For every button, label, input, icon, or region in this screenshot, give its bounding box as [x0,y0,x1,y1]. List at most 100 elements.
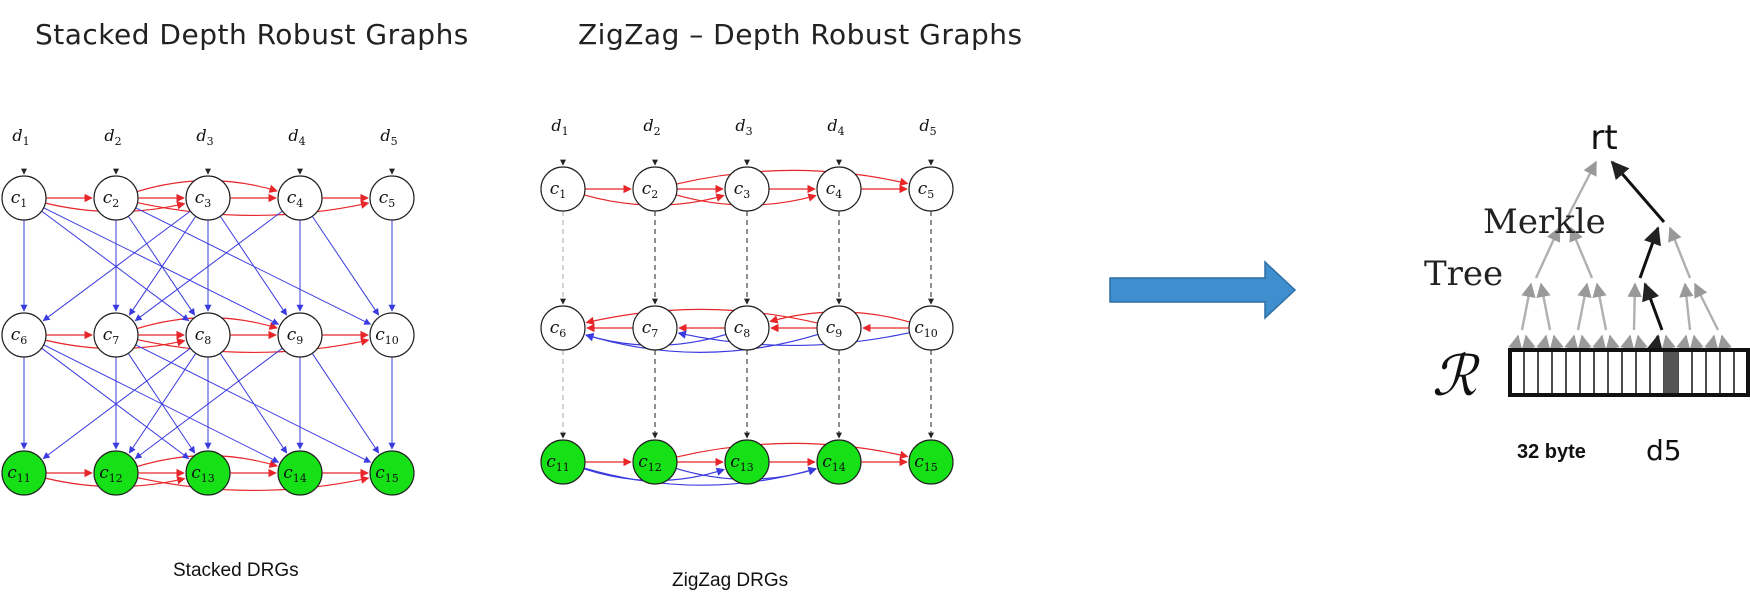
node-c3: c3 [185,175,231,221]
merkle-edge [1563,160,1598,223]
merkle-path-edge [1645,334,1664,354]
node-c1: c1 [540,166,586,212]
merkle-edge [1668,226,1692,279]
node-circle [540,305,586,351]
input-label-d5: d5 [380,126,397,148]
merkle-edge [1592,334,1607,351]
stacked-drg-caption: Stacked DRGs [173,560,299,581]
input-label-d3: d3 [196,126,213,148]
red-skip-edge [585,308,818,325]
node-circle [724,166,770,212]
merkle-edge [1536,282,1552,331]
blue-edge [311,215,380,316]
merkle-edge [1704,334,1719,351]
blue-edge [42,210,191,322]
blue-edge [41,347,190,460]
merkle-edge [1576,282,1592,331]
red-skip-edge [137,200,370,217]
blue-edge [134,210,283,322]
node-c9: c9 [277,312,323,358]
red-skip-edge [137,475,370,492]
node-circle [724,305,770,351]
input-label-d5: d5 [919,116,936,138]
node-circle [632,305,678,351]
merkle-edge [1520,282,1536,331]
node-c6: c6 [540,305,586,351]
node-c7: c7 [632,305,678,351]
merkle-edge [1592,282,1608,331]
node-circle [93,312,139,358]
data-label-d5: d5 [1646,434,1682,467]
node-c13: c13 [185,450,231,496]
node-c13: c13 [724,439,770,485]
node-circle [632,439,678,485]
zigzag-drg-title: ZigZag – Depth Robust Graphs [578,18,1023,51]
node-circle [816,439,862,485]
node-c12: c12 [632,439,678,485]
merkle-edge [1605,334,1620,351]
blue-edge [219,353,288,454]
merkle-edge [1564,334,1579,351]
input-label-d2: d2 [643,116,660,138]
node-circle [540,439,586,485]
node-c2: c2 [93,175,139,221]
node-circle [369,312,415,358]
node-c2: c2 [632,166,678,212]
node-c4: c4 [277,175,323,221]
blue-edge [677,330,910,347]
node-c6: c6 [1,312,47,358]
node-c7: c7 [93,312,139,358]
node-c11: c11 [540,439,586,485]
node-c10: c10 [369,312,415,358]
node-circle [277,312,323,358]
replica-bar [1508,348,1750,397]
node-circle [277,175,323,221]
merkle-edge [1627,282,1642,331]
merkle-edge [1549,334,1564,351]
blue-edge [127,353,196,454]
node-c8: c8 [724,305,770,351]
merkle-label-line2: Tree [1424,254,1503,294]
merkle-edge [1508,334,1523,351]
node-circle [908,305,954,351]
zigzag-drg-caption: ZigZag DRGs [672,570,789,591]
stacked-drg-title: Stacked Depth Robust Graphs [35,18,469,51]
node-circle [1,312,47,358]
merkle-edge [1536,334,1551,351]
node-circle [185,312,231,358]
blue-edge [128,215,197,316]
red-skip-edge [676,442,909,459]
blue-edge [585,333,819,353]
replica-highlight-cell [1664,352,1678,393]
merkle-path-edge [1638,226,1661,279]
node-circle [816,305,862,351]
merkle-edge [1693,282,1720,331]
node-circle [369,175,415,221]
node-c12: c12 [93,450,139,496]
merkle-edge [1661,334,1676,351]
node-c9: c9 [816,305,862,351]
node-circle [724,439,770,485]
node-c4: c4 [816,166,862,212]
node-c5: c5 [908,166,954,212]
merkle-edge [1569,226,1594,279]
node-circle [908,439,954,485]
node-c8: c8 [185,312,231,358]
node-circle [93,450,139,496]
merkle-edge [1689,334,1704,351]
node-circle [1,450,47,496]
node-c3: c3 [724,166,770,212]
input-label-d2: d2 [104,126,121,148]
merkle-edge [1717,334,1732,351]
node-c14: c14 [816,439,862,485]
blue-edge [219,215,288,316]
blue-edge [128,353,197,454]
replica-bar-frame [1508,348,1750,397]
red-skip-edge [676,169,909,186]
input-label-d1: d1 [12,126,29,148]
node-c14: c14 [277,450,323,496]
node-c11: c11 [1,450,47,496]
node-c15: c15 [369,450,415,496]
